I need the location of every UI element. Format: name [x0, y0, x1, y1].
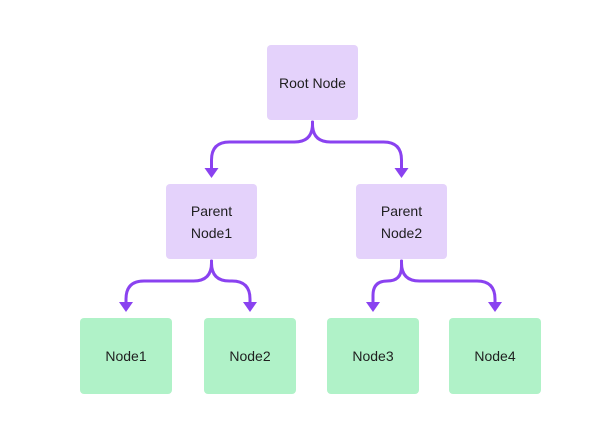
edge-parent2-to-leaf3	[371, 259, 403, 305]
root-node-label: Root Node	[279, 74, 346, 91]
parent-node-1-label: Parent Node1	[190, 202, 233, 241]
arrowhead-leaf1	[119, 302, 133, 312]
leaf-node-2: Node2	[204, 318, 296, 394]
leaf-node-4-label: Node4	[474, 348, 516, 364]
parent-node-1: Parent Node1	[166, 184, 257, 259]
edge-root-to-parent2	[311, 120, 403, 171]
parent-node-2-label: Parent Node2	[380, 202, 423, 241]
edge-parent1-to-leaf1	[124, 259, 213, 305]
leaf-node-2-label: Node2	[229, 348, 271, 364]
arrowhead-leaf2	[243, 302, 257, 312]
leaf-node-1: Node1	[80, 318, 172, 394]
parent-node-2: Parent Node2	[356, 184, 447, 259]
leaf-node-4: Node4	[449, 318, 541, 394]
root-node: Root Node	[267, 45, 358, 120]
arrowhead-leaf3	[366, 302, 380, 312]
arrowhead-parent1	[204, 168, 219, 178]
leaf-node-1-label: Node1	[105, 348, 147, 364]
edge-parent1-to-leaf2	[210, 259, 252, 305]
leaf-node-3: Node3	[327, 318, 419, 394]
edge-root-to-parent1	[210, 120, 314, 171]
arrowhead-leaf4	[488, 302, 502, 312]
leaf-node-3-label: Node3	[352, 348, 394, 364]
edge-parent2-to-leaf4	[400, 259, 497, 305]
arrowhead-parent2	[394, 168, 409, 178]
